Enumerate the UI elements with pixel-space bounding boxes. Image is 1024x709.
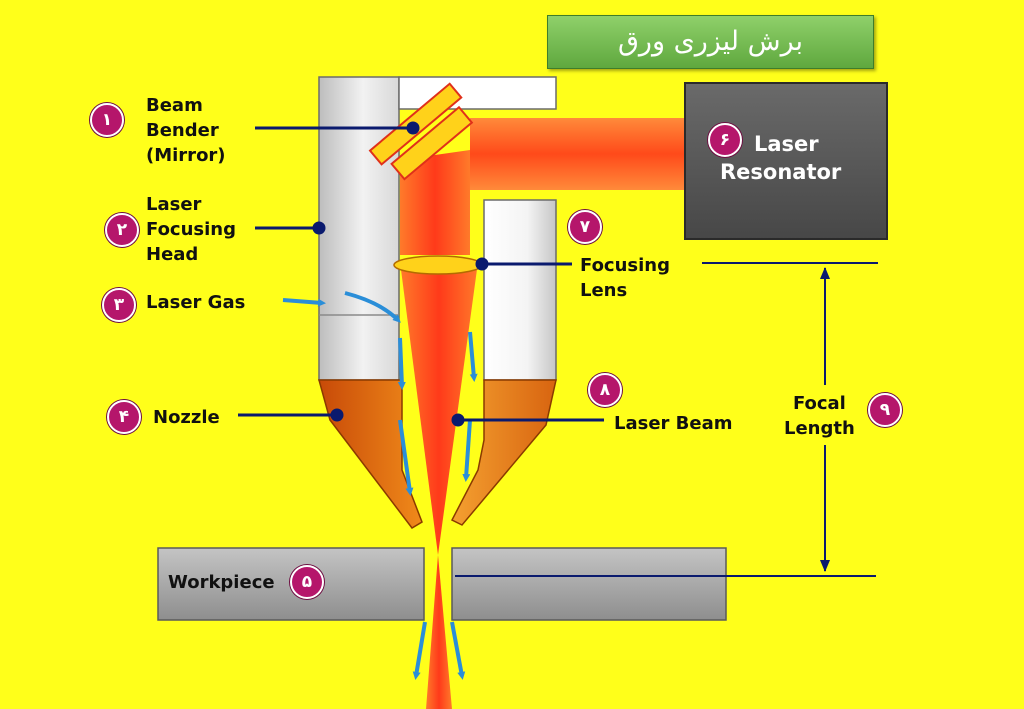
exit-beam-cone bbox=[426, 555, 452, 709]
leader-dot-mirror bbox=[406, 121, 420, 135]
leader-dot-beam bbox=[451, 413, 465, 427]
label-laser-beam: Laser Beam bbox=[614, 413, 733, 434]
label-focusing-head: Laser Focusing Head bbox=[146, 194, 236, 265]
laser-resonator-box bbox=[684, 82, 888, 240]
label-workpiece: Workpiece bbox=[168, 572, 275, 593]
label-focal-length: Focal Length bbox=[784, 393, 855, 439]
badge-focusing-lens: ۷ bbox=[568, 210, 602, 244]
label-focusing-lens: Focusing Lens bbox=[580, 255, 670, 301]
focused-beam-cone bbox=[400, 262, 478, 555]
label-nozzle: Nozzle bbox=[153, 407, 220, 428]
badge-resonator: ۶ bbox=[708, 123, 742, 157]
label-resonator: Laser Resonator bbox=[720, 132, 842, 184]
focusing-head-body-right bbox=[483, 199, 557, 381]
gas-arrow bbox=[344, 291, 401, 323]
badge-laser-beam: ۸ bbox=[588, 373, 622, 407]
leader-dot-lens bbox=[475, 257, 489, 271]
nozzle-right bbox=[450, 379, 557, 526]
gas-arrow bbox=[398, 419, 414, 496]
badge-nozzle: ۴ bbox=[107, 400, 141, 434]
badge-laser-gas: ۳ bbox=[102, 288, 136, 322]
focusing-head-top bbox=[398, 76, 557, 110]
badge-focal-length: ۹ bbox=[868, 393, 902, 427]
gas-arrow bbox=[462, 419, 472, 482]
badge-beam-bender: ۱ bbox=[90, 103, 124, 137]
label-laser-gas: Laser Gas bbox=[146, 292, 246, 313]
beam-column bbox=[400, 150, 470, 255]
gas-arrow bbox=[450, 621, 466, 680]
workpiece-right bbox=[451, 547, 727, 621]
gas-arrow bbox=[412, 621, 427, 680]
label-beam-bender: Beam Bender (Mirror) bbox=[146, 95, 226, 166]
leader-dot-nozzle bbox=[330, 408, 344, 422]
leader-dot-head bbox=[312, 221, 326, 235]
gas-arrow bbox=[468, 331, 478, 382]
gas-arrow bbox=[282, 298, 326, 307]
badge-focusing-head: ۲ bbox=[105, 213, 139, 247]
diagram-title: برش لیزری ورق bbox=[547, 15, 874, 69]
assist-gas-flow bbox=[282, 291, 478, 680]
badge-workpiece: ۵ bbox=[290, 565, 324, 599]
gas-arrow bbox=[397, 337, 406, 390]
focal-length-indicator bbox=[455, 262, 878, 577]
resonator-beam bbox=[470, 118, 686, 190]
workpiece-left bbox=[157, 547, 425, 621]
focusing-lens bbox=[393, 255, 483, 275]
focusing-head-body-left bbox=[318, 76, 400, 381]
